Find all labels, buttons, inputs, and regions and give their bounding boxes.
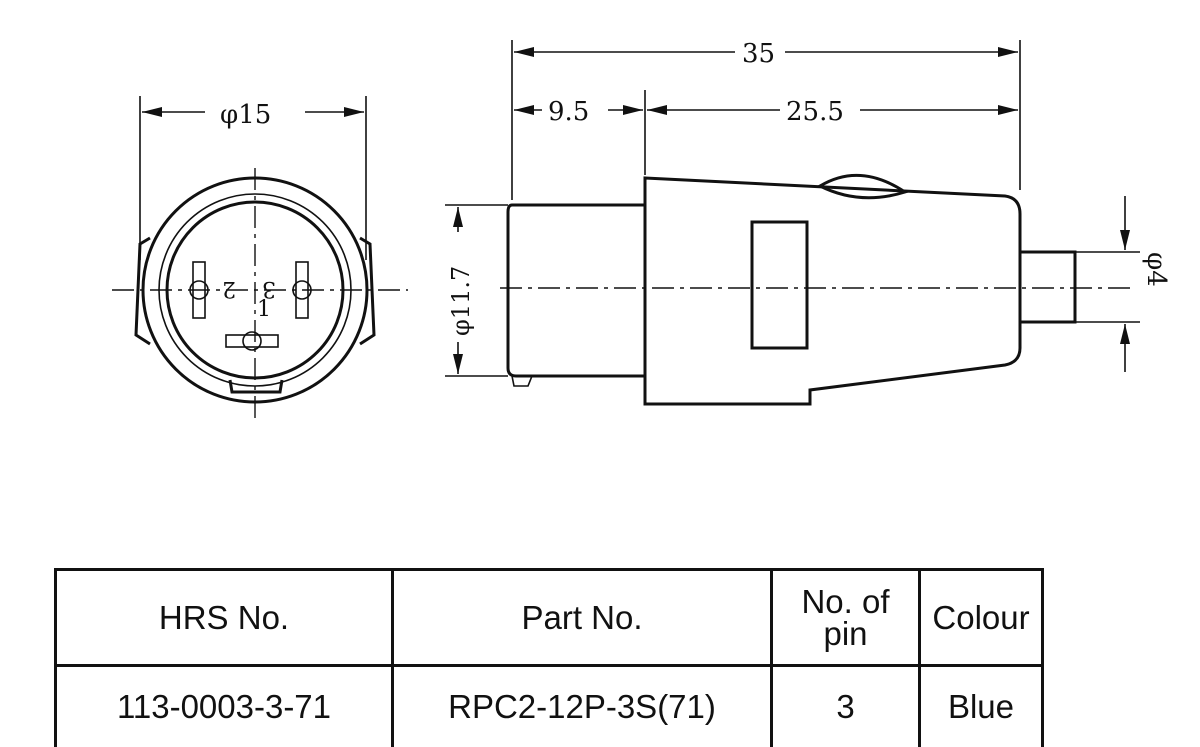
pin-1 <box>226 332 278 350</box>
header-part-no: Part No. <box>393 570 772 666</box>
overall-length-label: 35 <box>742 39 775 69</box>
side-view: 35 9.5 25.5 φ11.7 φ4 <box>442 36 1171 404</box>
front-diameter-label: φ15 <box>220 100 271 130</box>
header-hrs-no: HRS No. <box>56 570 393 666</box>
side-cable <box>1020 252 1075 322</box>
body-length-label: 25.5 <box>786 97 844 127</box>
side-front-sleeve <box>508 205 645 376</box>
header-colour: Colour <box>920 570 1043 666</box>
table-row: 113-0003-3-71 RPC2-12P-3S(71) 3 Blue <box>56 666 1043 747</box>
side-label-window <box>752 222 807 348</box>
front-length-label: 9.5 <box>548 97 589 127</box>
spec-table: HRS No. Part No. No. of pin Colour 113-0… <box>54 568 1044 747</box>
front-view: 2 3 1 φ15 <box>112 96 408 422</box>
side-body <box>645 178 1020 404</box>
header-no-of-pin: No. of pin <box>772 570 920 666</box>
cell-hrs-no: 113-0003-3-71 <box>56 666 393 747</box>
pin-label-1: 1 <box>257 297 271 322</box>
cell-part-no: RPC2-12P-3S(71) <box>393 666 772 747</box>
cable-diameter-label: φ4 <box>1141 252 1171 287</box>
body-diameter-label: φ11.7 <box>447 266 475 336</box>
pin-label-2: 2 <box>222 276 236 301</box>
connector-drawing: 2 3 1 φ15 35 <box>0 0 1200 500</box>
cell-no-of-pin: 3 <box>772 666 920 747</box>
cell-colour: Blue <box>920 666 1043 747</box>
table-header-row: HRS No. Part No. No. of pin Colour <box>56 570 1043 666</box>
